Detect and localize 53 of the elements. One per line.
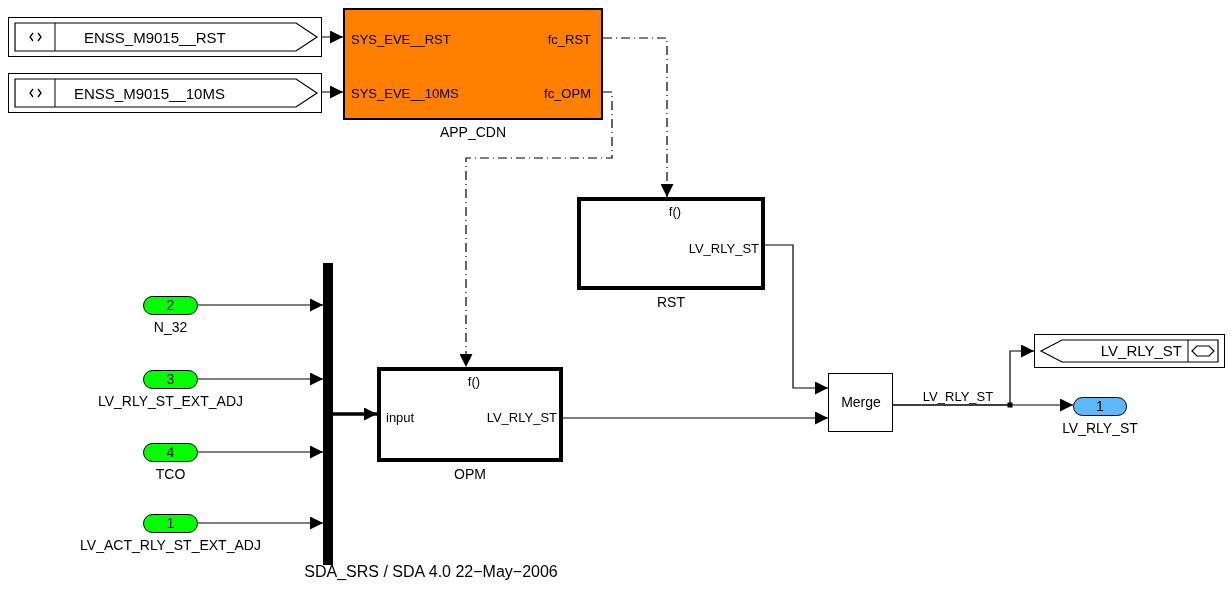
arrow [197, 372, 324, 386]
port-number: 3 [166, 372, 175, 387]
port-label: fc_RST [547, 32, 591, 47]
port-label: Merge [841, 395, 881, 410]
subsystem-block [377, 367, 563, 462]
port-number: 2 [166, 298, 175, 313]
block-name: N_32 [153, 319, 188, 335]
inport-block [143, 514, 198, 533]
port-label: f() [467, 374, 481, 389]
arrow [321, 30, 344, 44]
subsystem-block [343, 8, 603, 120]
arrow [197, 298, 324, 312]
bus-arrow [333, 407, 377, 421]
arrow [892, 398, 1074, 412]
from-block [8, 73, 322, 113]
arrow [197, 445, 324, 459]
model-caption: SDA_SRS / SDA 4.0 22−May−2006 [304, 563, 558, 581]
block-name: OPM [454, 466, 486, 482]
goto-block [1034, 334, 1225, 368]
block-name: LV_RLY_ST [1062, 420, 1138, 436]
signal-name: ENSS_M9015__RST [84, 29, 226, 46]
from-block [8, 17, 322, 57]
port-label: LV_RLY_ST [688, 241, 759, 256]
block-name: RST [657, 294, 685, 310]
arrow [197, 516, 324, 530]
port-number: 4 [166, 445, 175, 460]
block-name: LV_RLY_ST_EXT_ADJ [98, 393, 243, 409]
port-number: 1 [166, 516, 175, 531]
block-name: LV_ACT_RLY_ST_EXT_ADJ [80, 537, 261, 553]
inport-block [143, 370, 198, 389]
bus-creator-bar [323, 263, 333, 565]
port-label: fc_OPM [544, 86, 591, 101]
port-label: input [386, 410, 415, 425]
arrow [321, 85, 344, 99]
inport-block [143, 296, 198, 315]
signal-name: LV_RLY_ST [1100, 342, 1182, 359]
block-name: APP_CDN [439, 124, 507, 140]
port-label: LV_RLY_ST [486, 410, 557, 425]
subsystem-block [577, 197, 765, 290]
port-label: SYS_EVE__10MS [351, 86, 459, 101]
block-name: TCO [155, 466, 186, 482]
port-label: SYS_EVE__RST [351, 32, 451, 47]
edge-label: LV_RLY_ST [921, 389, 995, 404]
inport-block [143, 443, 198, 462]
arrow [562, 411, 829, 425]
outport-block [1073, 397, 1127, 416]
merge-block [828, 373, 893, 432]
port-label: f() [668, 204, 682, 219]
arrow [602, 37, 674, 198]
signal-name: ENSS_M9015__10MS [74, 85, 225, 102]
arrow [764, 244, 829, 395]
arrow [459, 91, 613, 368]
port-number: 1 [1096, 399, 1104, 414]
